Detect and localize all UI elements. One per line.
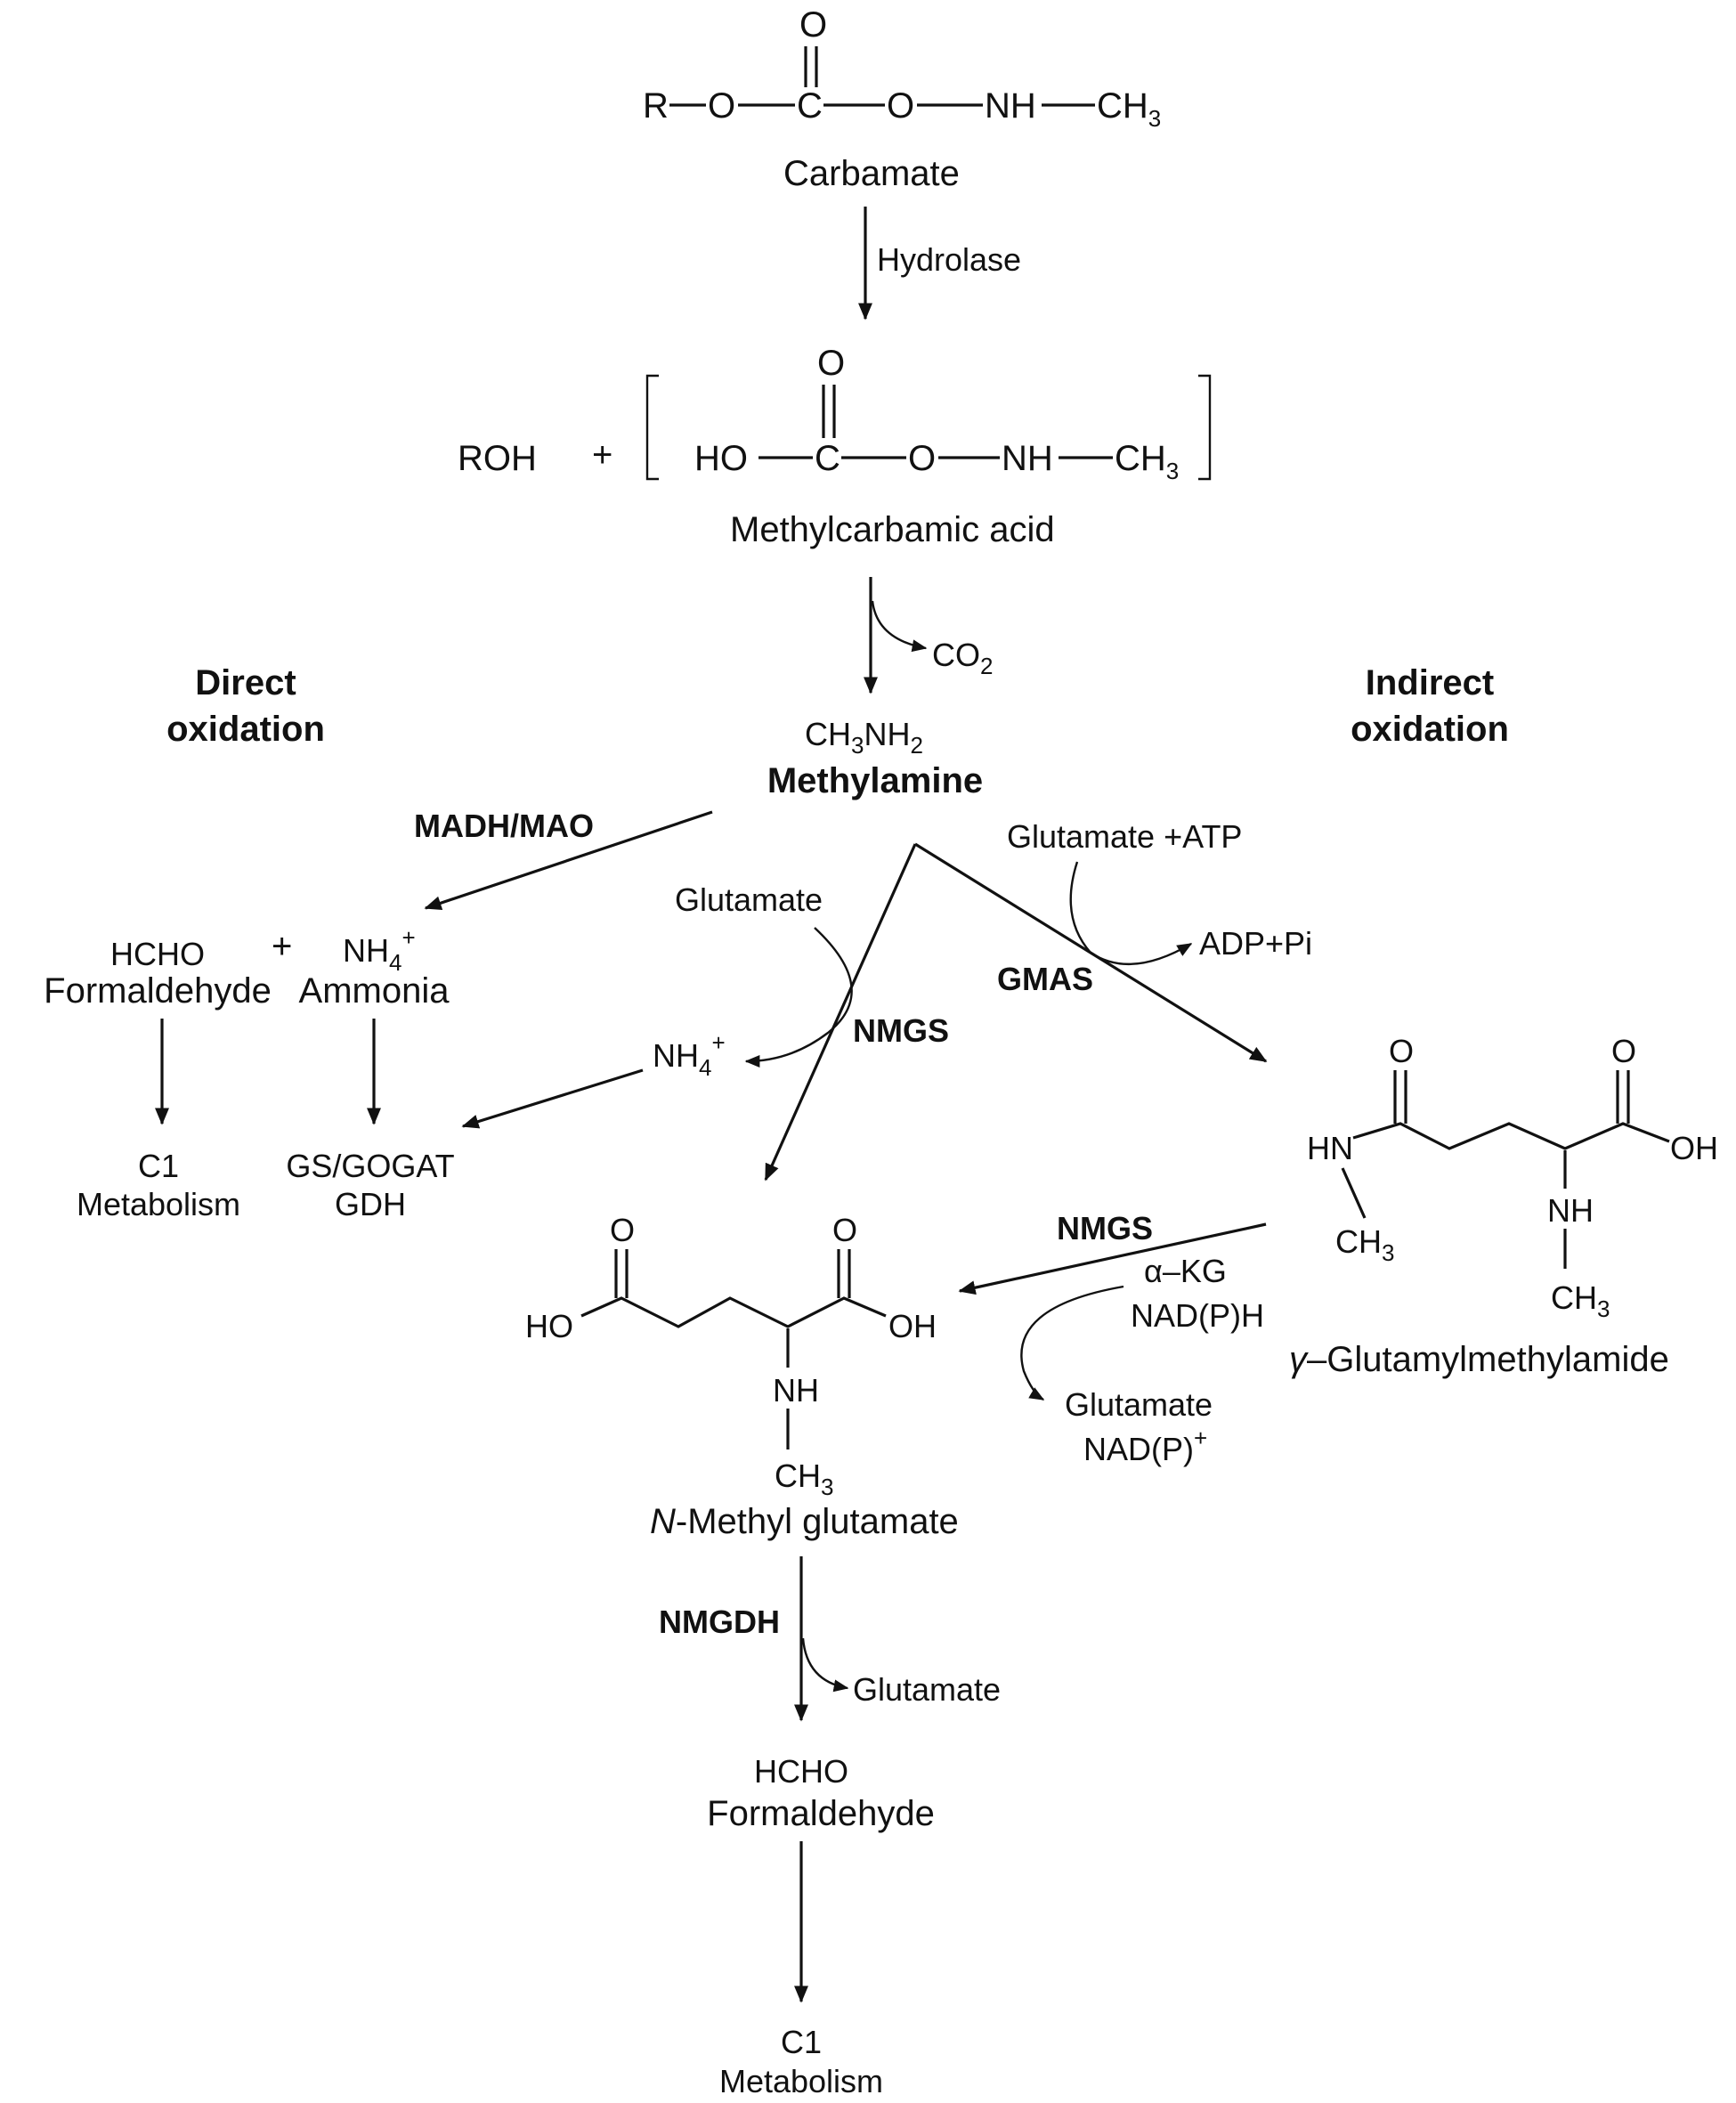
nmg-right-oxygen: O (832, 1212, 857, 1248)
roh-plus: + (592, 435, 612, 475)
c1-label-left: C1 (138, 1148, 179, 1184)
nmg-oh: OH (888, 1308, 937, 1344)
gamma-n-methyl: CH3 (1335, 1223, 1394, 1266)
gdh-label: GDH (335, 1186, 406, 1222)
nadp-label: NAD(P)+ (1083, 1425, 1207, 1467)
nmg-ho: HO (525, 1308, 573, 1344)
nmgs-direct-arrow (764, 843, 917, 1181)
madh-mao-label: MADH/MAO (414, 808, 594, 844)
gamma-alpha-methyl: CH3 (1551, 1279, 1610, 1322)
left-bracket (645, 374, 659, 481)
nmg-nh: NH (773, 1372, 819, 1409)
indirect-oxidation-heading-line1: Indirect (1366, 663, 1494, 702)
final-c1-label: C1 (781, 2024, 822, 2060)
direct-oxidation-heading-line2: oxidation (166, 710, 325, 749)
metabolism-label-left: Metabolism (77, 1186, 240, 1222)
methylcarbamic-oxygen-2: O (908, 439, 936, 478)
nadph-label: NAD(P)H (1131, 1297, 1264, 1334)
gamma-name: γ–Glutamylmethylamide (1289, 1340, 1669, 1379)
nmgs-center-label: NMGS (853, 1012, 949, 1049)
carbamate-ester-oxygen: O (708, 86, 735, 126)
gmas-label: GMAS (997, 961, 1093, 997)
carbamate-carbonyl-oxygen: O (799, 5, 827, 45)
glutamate-product-label: Glutamate (1065, 1386, 1213, 1423)
methylcarbamic-carbon: C (815, 439, 840, 478)
methylcarbamic-name: Methylcarbamic acid (730, 510, 1055, 549)
products-plus: + (272, 927, 292, 966)
methylcarbamic-nh: NH (1002, 439, 1053, 478)
gamma-nh: NH (1547, 1192, 1594, 1229)
gmas-cofactor-curve (1069, 861, 1193, 966)
co2-release-arrow (871, 600, 928, 653)
adp-pi-label: ADP+Pi (1199, 925, 1312, 962)
nh4-released-label: NH4+ (653, 1029, 726, 1081)
alpha-kg-label: α–KG (1144, 1253, 1227, 1289)
methylcarbamic-carbonyl-oxygen: O (817, 344, 845, 383)
methylcarbamic-acid-structure: ROH + HO C O O NH CH3 Methylcarbamic aci… (458, 344, 1212, 549)
nmg-methyl: CH3 (775, 1457, 833, 1500)
nmgdh-label: NMGDH (659, 1604, 780, 1640)
direct-oxidation-products: HCHO Formaldehyde + NH4+ Ammonia C1 Meta… (44, 924, 455, 1222)
final-metabolism-label: Metabolism (719, 2063, 883, 2099)
carbamate-methyl: CH3 (1097, 86, 1161, 132)
co2-label: CO2 (932, 637, 993, 679)
carbamate-name: Carbamate (783, 154, 960, 193)
direct-oxidation-heading-line1: Direct (195, 663, 296, 702)
formaldehyde-name: Formaldehyde (44, 971, 272, 1011)
nmgs-right-label: NMGS (1057, 1210, 1153, 1246)
nmgdh-glutamate-label: Glutamate (853, 1671, 1001, 1708)
roh-label: ROH (458, 439, 537, 478)
gs-gogat-label: GS/GOGAT (286, 1148, 454, 1184)
nh4-to-gsgogat-arrow (461, 1068, 644, 1129)
gamma-amide-oxygen: O (1389, 1033, 1414, 1069)
gamma-oh: OH (1670, 1130, 1718, 1166)
gamma-glutamylmethylamide-structure: O O HN OH CH3 NH CH3 γ–Glutamylmethylami… (1289, 1033, 1718, 1379)
glutamate-atp-label: Glutamate +ATP (1007, 818, 1242, 855)
nh4-formula: NH4+ (343, 924, 416, 976)
carbamate-carbon: C (797, 86, 823, 126)
nmg-name: N-Methyl glutamate (650, 1502, 959, 1541)
carbamate-r-atom: R (643, 86, 669, 126)
ammonia-name: Ammonia (299, 971, 450, 1011)
carbamate-nh: NH (985, 86, 1036, 126)
hydrolase-label: Hydrolase (877, 241, 1021, 278)
nmgs-cofactor-curve (1020, 1285, 1124, 1401)
nmgs-glutamate-curve (744, 927, 853, 1068)
right-bracket (1198, 374, 1212, 481)
gamma-acid-oxygen: O (1611, 1033, 1636, 1069)
n-methyl-glutamate-structure: O O HO OH NH CH3 N-Methyl glutamate (525, 1212, 959, 1541)
methylcarbamic-methyl: CH3 (1115, 439, 1179, 484)
methylcarbamic-ho: HO (694, 439, 748, 478)
nmg-left-oxygen: O (610, 1212, 635, 1248)
carbamate-structure: R O C O O NH CH3 Carbamate (643, 5, 1161, 193)
hcho-formula: HCHO (110, 936, 205, 972)
nmgdh-glutamate-curve (801, 1637, 849, 1693)
methylamine-formula: CH3NH2 (805, 716, 923, 759)
nmgs-indirect-arrow (958, 1222, 1267, 1295)
final-formaldehyde-name: Formaldehyde (707, 1794, 935, 1833)
final-hcho-formula: HCHO (754, 1753, 848, 1790)
madh-mao-arrow (424, 810, 713, 910)
methylamine-name: Methylamine (767, 761, 983, 800)
gamma-hn: HN (1307, 1130, 1353, 1166)
carbamate-oxygen-2: O (887, 86, 914, 126)
glutamate-input-label: Glutamate (675, 881, 823, 918)
indirect-oxidation-heading-line2: oxidation (1351, 710, 1509, 749)
